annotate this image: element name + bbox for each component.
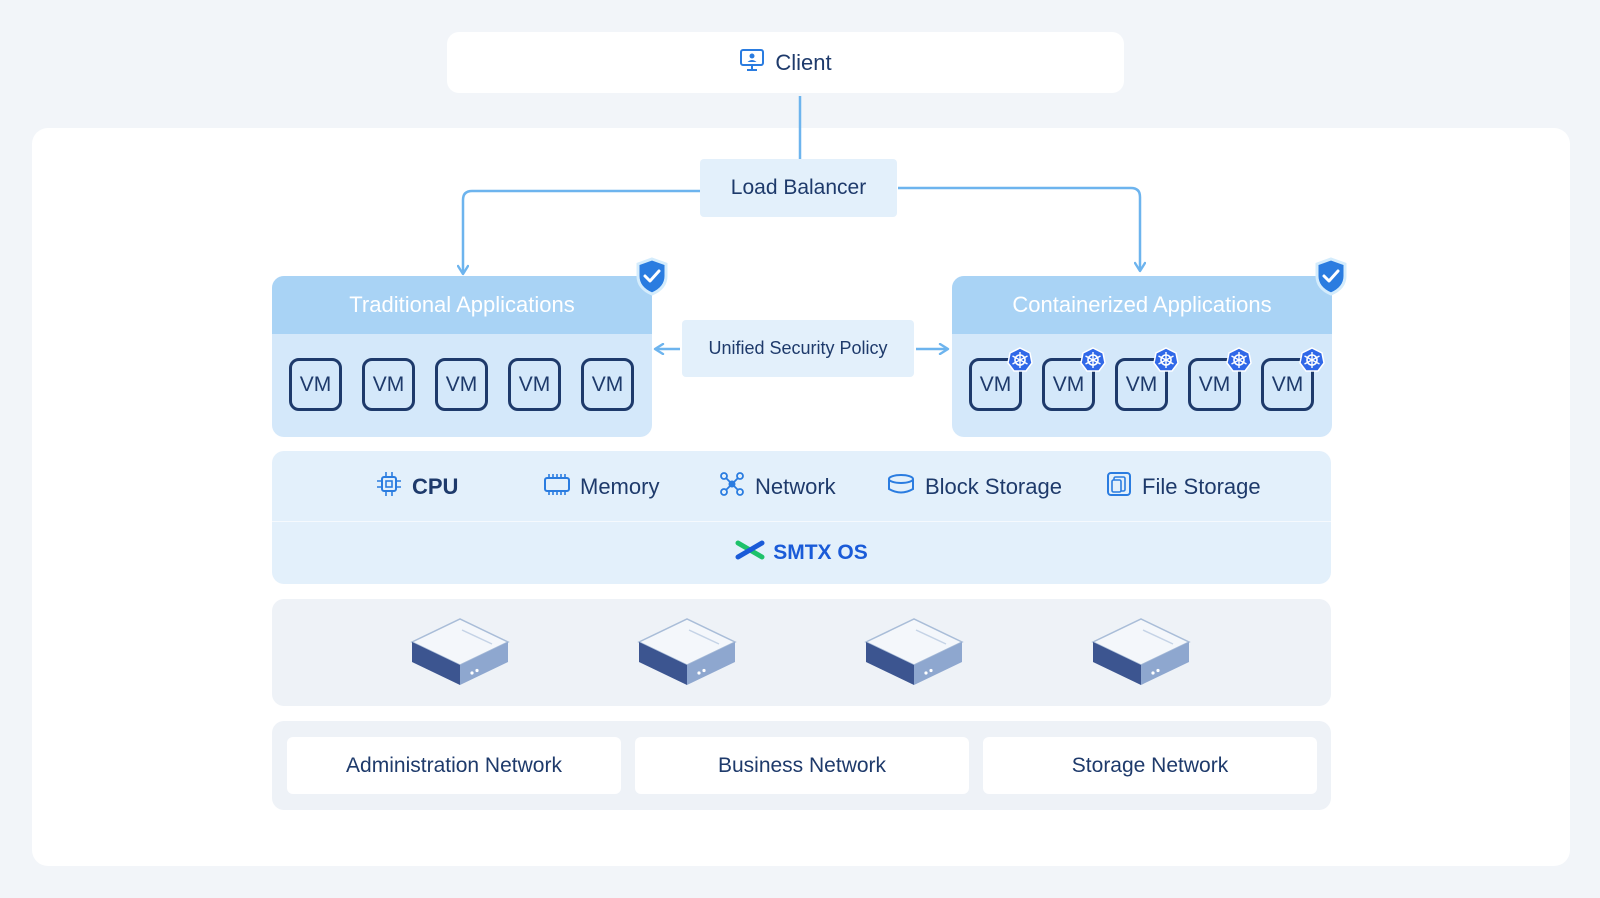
load-balancer-box: Load Balancer <box>700 159 897 217</box>
file-storage-icon <box>1106 471 1132 503</box>
resource-label: CPU <box>412 474 459 499</box>
resource-file-storage: File Storage <box>1106 469 1261 505</box>
network-box-business: Business Network <box>635 737 969 794</box>
smtx-logo-icon <box>735 539 765 567</box>
server-icon <box>410 615 510 694</box>
network-box-administration: Administration Network <box>287 737 621 794</box>
container-vm-box: VM <box>1188 358 1241 411</box>
containerized-apps-panel: Containerized Applications VM VM VM VM V… <box>952 276 1332 437</box>
resource-cpu: CPU <box>376 469 458 505</box>
resource-label: Network <box>755 474 836 499</box>
vm-box: VM <box>581 358 634 411</box>
kubernetes-icon <box>1226 347 1252 373</box>
container-vm-box: VM <box>1261 358 1314 411</box>
os-label: SMTX OS <box>773 541 868 564</box>
layer-divider <box>272 521 1331 522</box>
security-policy-label: Unified Security Policy <box>708 338 888 358</box>
monitor-user-icon <box>739 48 765 78</box>
traditional-apps-title: Traditional Applications <box>349 292 575 317</box>
shield-check-icon <box>1314 257 1348 302</box>
containerized-apps-title: Containerized Applications <box>1012 292 1272 317</box>
container-vm-box: VM <box>969 358 1022 411</box>
traditional-apps-panel: Traditional Applications VM VM VM VM VM <box>272 276 652 437</box>
container-vm-box: VM <box>1042 358 1095 411</box>
resource-layer: CPU Memory Network Block Storage File St… <box>272 451 1331 584</box>
network-icon <box>719 471 745 503</box>
kubernetes-icon <box>1007 347 1033 373</box>
server-icon <box>1091 615 1191 694</box>
network-label: Administration Network <box>346 753 562 777</box>
cpu-icon <box>376 471 402 503</box>
load-balancer-label: Load Balancer <box>730 176 867 199</box>
vm-box: VM <box>508 358 561 411</box>
traditional-apps-header: Traditional Applications <box>272 276 652 334</box>
network-label: Business Network <box>717 753 887 777</box>
network-layer: Administration Network Business Network … <box>272 721 1331 810</box>
server-layer <box>272 599 1331 706</box>
vm-box: VM <box>435 358 488 411</box>
resource-memory: Memory <box>544 469 659 505</box>
kubernetes-icon <box>1299 347 1325 373</box>
memory-icon <box>544 471 570 503</box>
resource-block-storage: Block Storage <box>887 469 1062 505</box>
vm-box: VM <box>289 358 342 411</box>
security-policy-box: Unified Security Policy <box>682 320 914 377</box>
os-layer: SMTX OS <box>272 522 1331 584</box>
kubernetes-icon <box>1153 347 1179 373</box>
resource-label: File Storage <box>1142 474 1261 499</box>
resource-label: Block Storage <box>925 474 1062 499</box>
shield-check-icon <box>635 257 669 302</box>
client-label: Client <box>775 49 832 75</box>
kubernetes-icon <box>1080 347 1106 373</box>
server-icon <box>637 615 737 694</box>
lb-to-containerized-arrow <box>898 186 1140 271</box>
network-label: Storage Network <box>1071 753 1229 777</box>
resource-label: Memory <box>580 474 660 499</box>
block-storage-icon <box>887 471 915 503</box>
resource-network: Network <box>719 469 836 505</box>
container-vm-box: VM <box>1115 358 1168 411</box>
client-box: Client <box>447 32 1124 93</box>
server-icon <box>864 615 964 694</box>
lb-to-traditional-arrow <box>463 189 700 274</box>
containerized-apps-header: Containerized Applications <box>952 276 1332 334</box>
vm-box: VM <box>362 358 415 411</box>
network-box-storage: Storage Network <box>983 737 1317 794</box>
